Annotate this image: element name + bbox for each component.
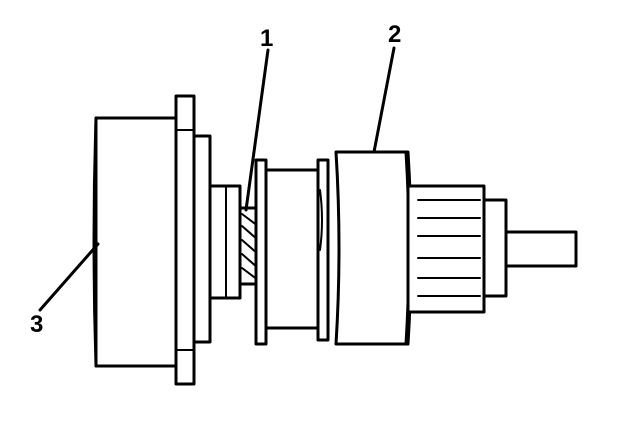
shaft: [504, 230, 578, 268]
leader-line-2: [372, 46, 396, 154]
housing: [92, 116, 178, 368]
leader-line-1: [244, 48, 270, 212]
barrel: [264, 158, 330, 342]
callout-2: 2: [388, 21, 401, 48]
callout-3: 3: [30, 311, 43, 338]
callout-1: 1: [260, 25, 273, 52]
flange-plate: [174, 94, 212, 386]
clutch-housing: [334, 150, 413, 346]
callout-labels: 1 2 3: [30, 21, 401, 338]
leader-lines: [38, 46, 396, 312]
hub: [208, 184, 242, 300]
leader-line-3: [38, 242, 100, 312]
splined-sleeve: [406, 184, 508, 314]
